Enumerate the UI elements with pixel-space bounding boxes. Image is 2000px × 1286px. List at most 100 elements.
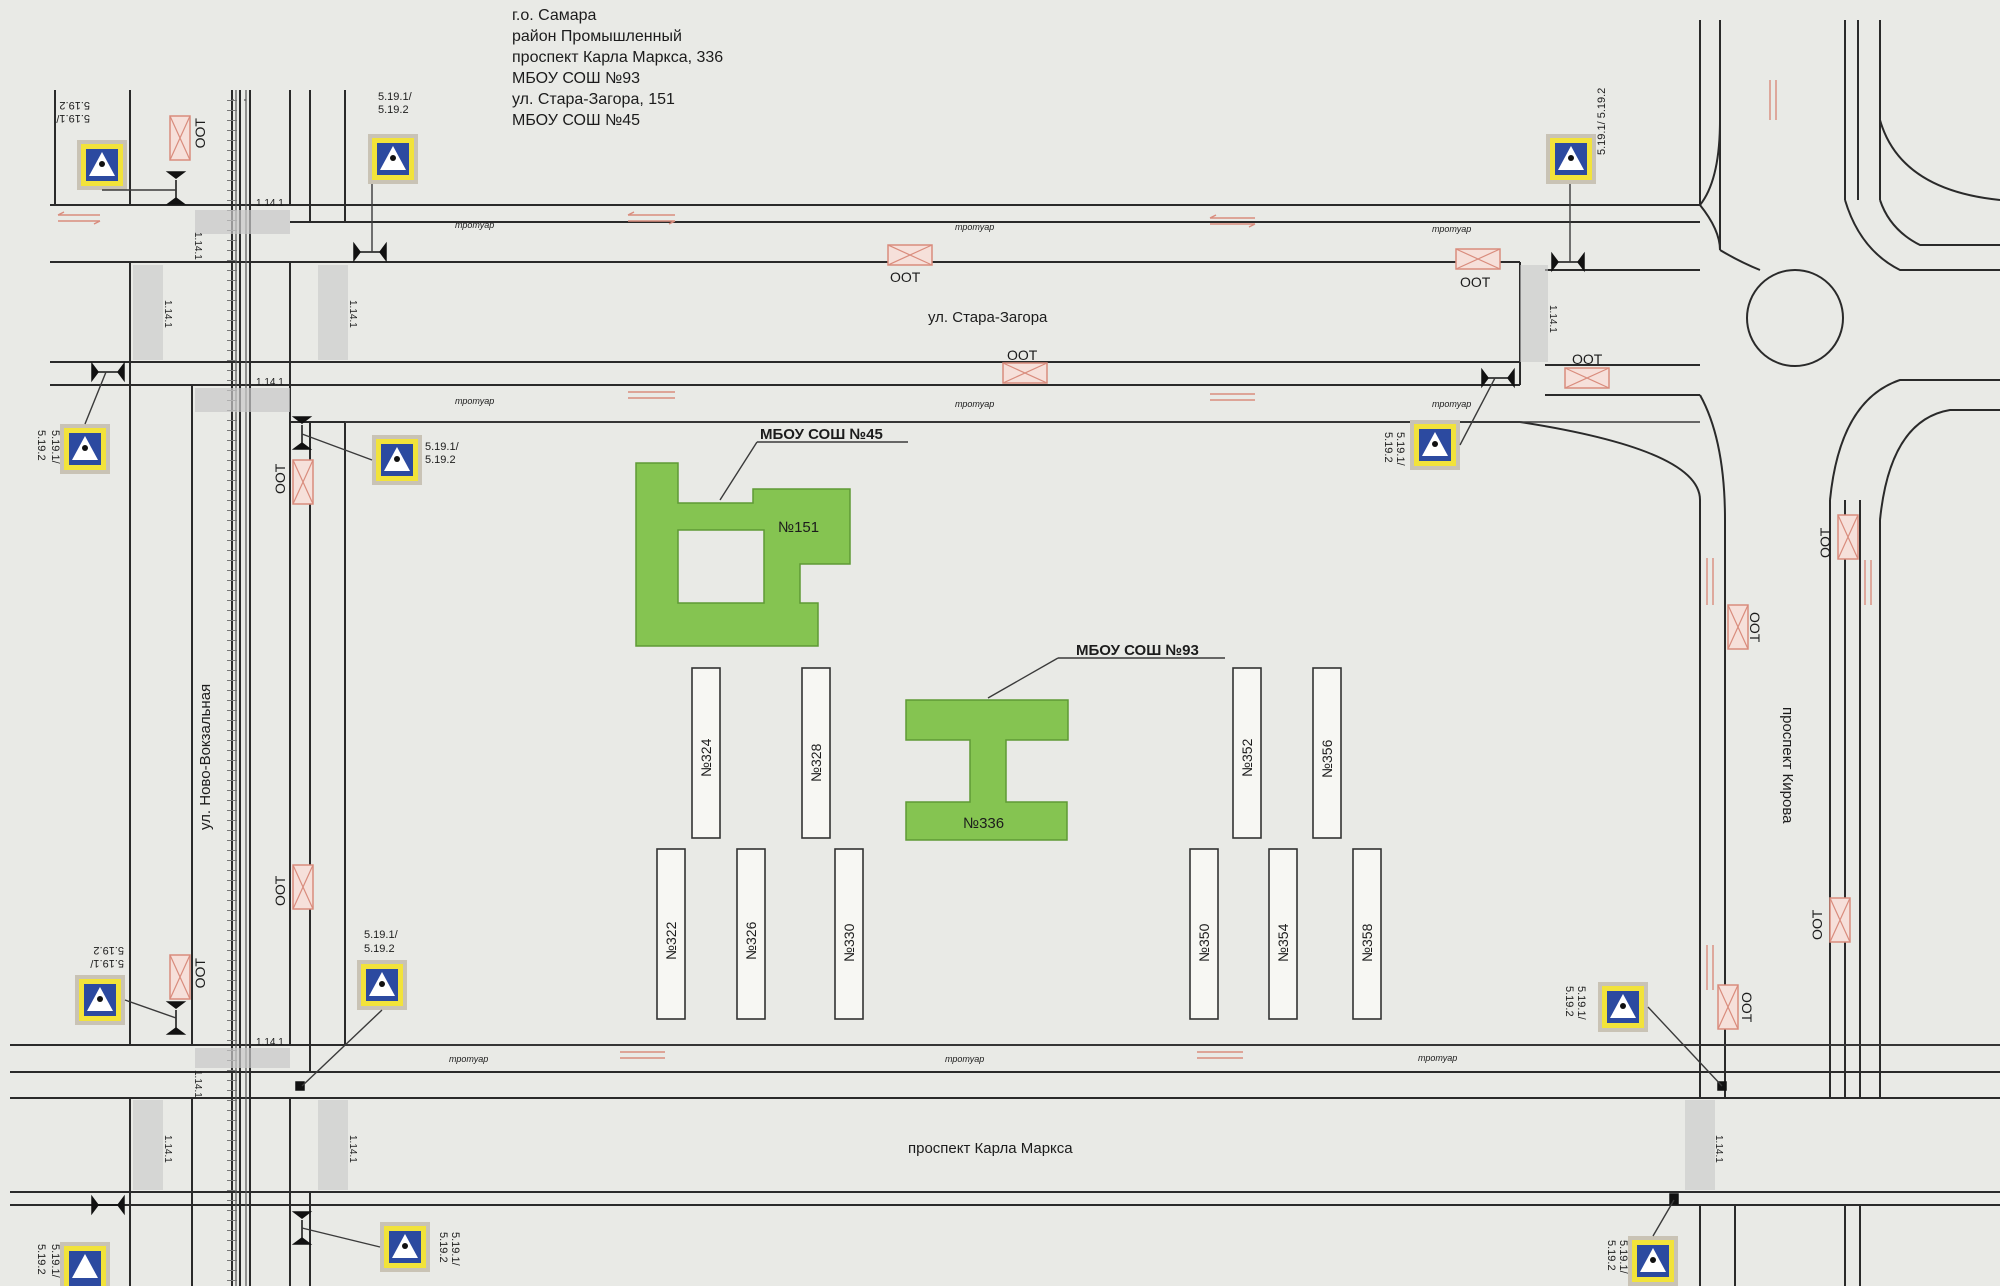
street-name-kirova: проспект Кирова xyxy=(1779,707,1796,824)
marking-label: 1.14.1 xyxy=(256,198,284,209)
pedestrian-crossing-sign-icon xyxy=(1598,982,1648,1032)
house-324: №324 xyxy=(691,667,721,839)
sign-label: 5.19.2 xyxy=(93,944,124,956)
svg-text:ООТ: ООТ xyxy=(1809,909,1825,940)
school-45: №151 МБОУ СОШ №45 xyxy=(635,426,908,647)
road-network xyxy=(10,20,2000,1286)
crosswalk xyxy=(1520,265,1548,362)
sidewalk-label: тротуар xyxy=(955,222,994,232)
sidewalk-label: тротуар xyxy=(955,399,994,409)
bus-stops: ООТ ООТ ООТ ООТ ООТ ООТ ООТ ООТ xyxy=(169,115,1859,1030)
marking-label: 1.14.1 xyxy=(1713,1135,1724,1163)
svg-text:№324: №324 xyxy=(698,738,714,777)
sidewalk-label: тротуар xyxy=(945,1054,984,1064)
svg-text:№354: №354 xyxy=(1275,923,1291,962)
crosswalk xyxy=(195,210,290,234)
pedestrian-traffic-light-icon xyxy=(1669,1193,1679,1205)
svg-text:ООТ: ООТ xyxy=(272,875,288,906)
crosswalks xyxy=(133,210,1715,1190)
header-line-1: г.о. Самара xyxy=(512,7,597,24)
header-line-6: МБОУ СОШ №45 xyxy=(512,112,640,129)
sidewalk-label: тротуар xyxy=(455,220,494,230)
svg-text:ООТ: ООТ xyxy=(1460,274,1491,290)
house-322: №322 xyxy=(656,848,686,1020)
svg-text:ООТ: ООТ xyxy=(192,118,208,149)
sign-label: 5.19.2 xyxy=(1563,986,1575,1017)
street-name-novo-vokzalnaya: ул. Ново-Вокзальная xyxy=(197,684,214,830)
svg-text:№328: №328 xyxy=(808,743,824,782)
marking-label: 1.14.1 xyxy=(192,232,203,260)
sidewalk-label: тротуар xyxy=(1418,1053,1457,1063)
residential-houses: №324 №328 №322 №326 №330 №352 №356 №350 … xyxy=(656,667,1382,1020)
bus-stop: ООТ xyxy=(887,244,933,285)
svg-text:ООТ: ООТ xyxy=(272,463,288,494)
marking-label: 1.14.1 xyxy=(1547,305,1558,333)
marking-label: 1.14.1 xyxy=(256,377,284,388)
header-line-5: ул. Стара-Загора, 151 xyxy=(512,91,675,108)
svg-text:№330: №330 xyxy=(841,923,857,962)
marking-label: 1.14.1 xyxy=(162,300,173,328)
sign-label: 5.19.2 xyxy=(364,943,395,955)
pedestrian-traffic-light-icon xyxy=(91,1194,125,1216)
pedestrian-crossing-sign-icon xyxy=(357,960,407,1010)
pedestrian-crossing-sign-icon xyxy=(380,1222,430,1272)
map-header: г.о. Самара район Промышленный проспект … xyxy=(512,7,723,129)
svg-text:№326: №326 xyxy=(743,921,759,960)
header-line-3: проспект Карла Маркса, 336 xyxy=(512,49,723,66)
svg-text:ООТ: ООТ xyxy=(192,958,208,989)
crosswalk xyxy=(133,265,163,360)
pedestrian-traffic-light-icon xyxy=(165,1001,187,1035)
bus-stop: ООТ xyxy=(169,115,208,161)
svg-text:№352: №352 xyxy=(1239,738,1255,777)
sign-label: 5.19.1/ xyxy=(449,1232,461,1267)
svg-text:№322: №322 xyxy=(663,921,679,960)
railway-track xyxy=(232,90,250,1286)
crosswalk xyxy=(318,1100,348,1190)
pedestrian-crossing-sign-icon xyxy=(372,435,422,485)
svg-text:ООТ: ООТ xyxy=(1572,351,1603,367)
sign-label: 5.19.1/ 5.19.2 xyxy=(1596,88,1608,155)
pedestrian-crossing-sign-icon xyxy=(60,424,110,474)
house-326: №326 xyxy=(736,848,766,1020)
traffic-lights xyxy=(91,171,1727,1245)
traffic-direction-arrow-icon xyxy=(57,80,1872,1059)
sign-label: 5.19.2 xyxy=(35,1244,47,1275)
sign-label: 5.19.2 xyxy=(1605,1240,1617,1271)
sidewalk-label: тротуар xyxy=(449,1054,488,1064)
marking-label: 1.14.1 xyxy=(347,300,358,328)
pedestrian-traffic-light-icon xyxy=(291,1211,313,1245)
sign-label: 5.19.1/ xyxy=(1575,986,1587,1021)
street-name-karla-marksa: проспект Карла Маркса xyxy=(908,1140,1073,1157)
svg-text:ООТ: ООТ xyxy=(1739,992,1755,1023)
bus-stop: ООТ xyxy=(1455,248,1501,290)
sign-label: 5.19.1/ xyxy=(378,91,413,103)
pedestrian-crossing-sign-icon xyxy=(77,140,127,190)
house-350: №350 xyxy=(1189,848,1219,1020)
marking-labels: 1.14.1 1.14.1 1.14.1 1.14.1 1.14.1 1.14.… xyxy=(162,198,1724,1163)
pedestrian-traffic-light-icon xyxy=(1481,367,1515,389)
bus-stop: ООТ xyxy=(1809,897,1851,943)
header-line-2: район Промышленный xyxy=(512,28,682,45)
sign-label: 5.19.1/ xyxy=(49,430,61,465)
svg-text:№358: №358 xyxy=(1359,923,1375,962)
svg-text:№350: №350 xyxy=(1196,923,1212,962)
house-354: №354 xyxy=(1268,848,1298,1020)
svg-text:ООТ: ООТ xyxy=(1817,527,1833,558)
bus-stop: ООТ xyxy=(272,459,314,505)
bus-stop: ООТ xyxy=(1002,347,1048,384)
sidewalk-label: тротуар xyxy=(1432,224,1471,234)
pedestrian-crossing-sign-icon xyxy=(368,134,418,184)
sign-label: 5.19.2 xyxy=(35,430,47,461)
svg-text:№356: №356 xyxy=(1319,739,1335,778)
marking-label: 1.14.1 xyxy=(192,1070,203,1098)
school-number: №336 xyxy=(963,815,1004,832)
sign-label: 5.19.1/ xyxy=(364,929,399,941)
pedestrian-traffic-light-icon xyxy=(91,361,125,383)
crosswalk xyxy=(1685,1100,1715,1190)
house-356: №356 xyxy=(1312,667,1342,839)
house-352: №352 xyxy=(1232,667,1262,839)
marking-label: 1.14.1 xyxy=(347,1135,358,1163)
school-building-336 xyxy=(905,699,1069,841)
school-label: МБОУ СОШ №45 xyxy=(760,426,883,443)
pedestrian-traffic-light-icon xyxy=(165,171,187,205)
